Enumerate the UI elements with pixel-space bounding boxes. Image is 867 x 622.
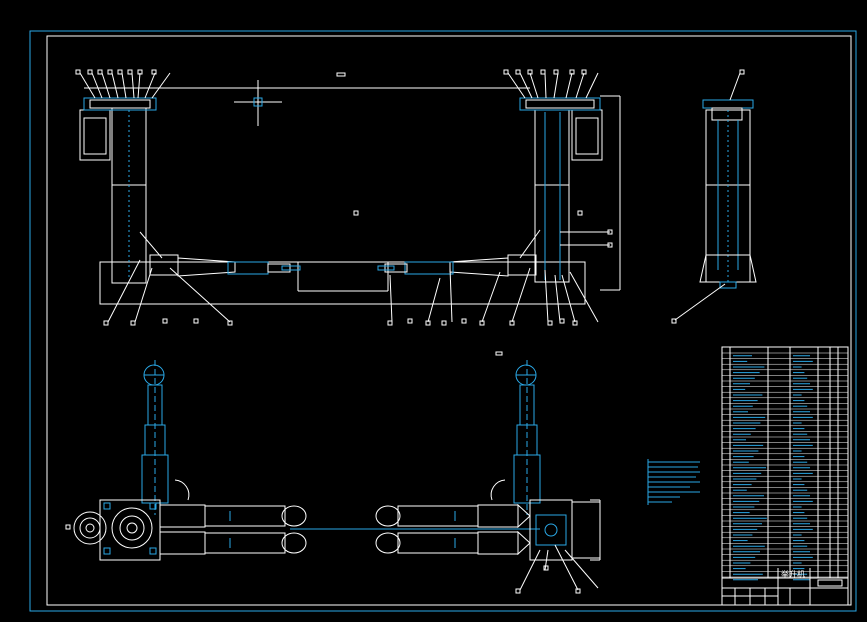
crosshair-cursor-icon: [234, 80, 282, 126]
front-view-leaders-top: [79, 72, 599, 99]
side-view: [671, 69, 757, 324]
title-block-name: 举升机: [781, 570, 805, 579]
parts-list: [721, 346, 849, 606]
front-view-balloons-bottom: [103, 210, 613, 326]
inner-frame: [46, 35, 852, 606]
front-view-balloons-top: [75, 69, 587, 77]
title-block: [722, 568, 848, 605]
plan-view: [65, 351, 601, 594]
outer-border: [29, 30, 857, 612]
technical-notes: [647, 459, 700, 505]
front-view-leaders-bottom: [107, 231, 610, 323]
front-view: [79, 87, 621, 305]
parts-list-rows: [722, 352, 848, 581]
